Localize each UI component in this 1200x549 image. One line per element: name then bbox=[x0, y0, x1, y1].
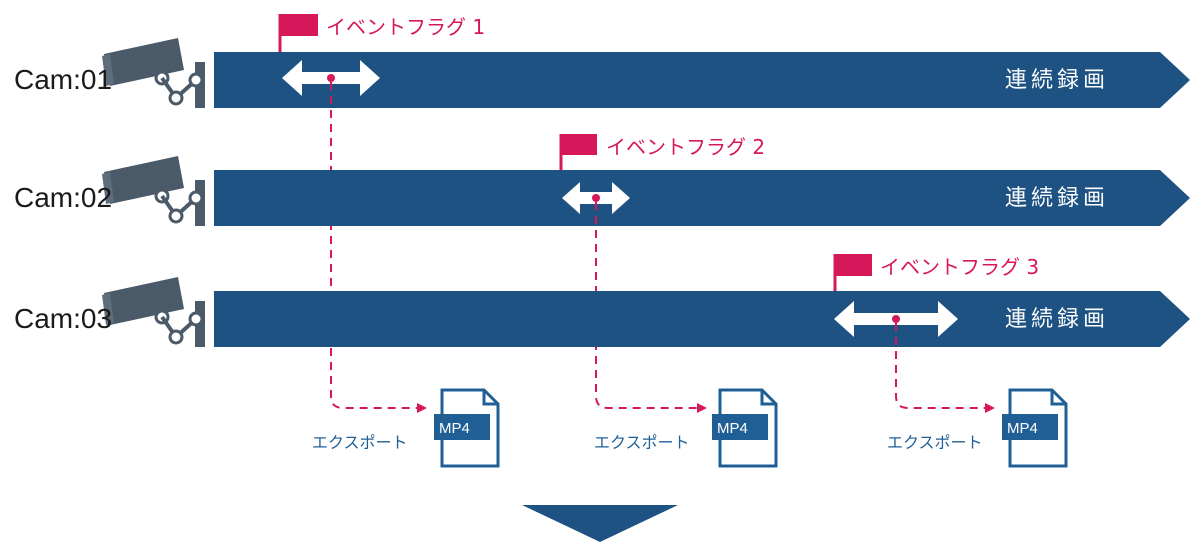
export-path-1 bbox=[330, 82, 427, 413]
band-label-3: 連続録画 bbox=[1005, 307, 1109, 332]
event-flag-icon bbox=[278, 14, 318, 52]
event-flag-icon bbox=[833, 254, 872, 291]
mp4-file-icon bbox=[1002, 388, 1068, 468]
security-camera-icon bbox=[102, 156, 205, 226]
flag-label-2: イベントフラグ 2 bbox=[606, 135, 765, 159]
file-label-1: MP4 bbox=[439, 420, 470, 437]
event-range-arrow bbox=[562, 182, 630, 214]
recording-band-1 bbox=[214, 52, 1190, 108]
camera-row-2: 連続録画 Cam:02 イベントフラグ 2 エクスポート bbox=[14, 134, 1190, 468]
recording-band-3 bbox=[214, 291, 1190, 347]
flag-label-3: イベントフラグ 3 bbox=[880, 255, 1039, 279]
mp4-file-icon bbox=[434, 388, 500, 468]
export-path-2 bbox=[595, 202, 707, 413]
camera-label-1: Cam:01 bbox=[14, 64, 112, 95]
export-label-1: エクスポート bbox=[312, 433, 408, 452]
camera-label-3: Cam:03 bbox=[14, 303, 112, 334]
export-path-3 bbox=[895, 323, 995, 413]
event-range-arrow bbox=[282, 60, 380, 96]
band-label-1: 連続録画 bbox=[1005, 68, 1109, 93]
security-camera-icon bbox=[102, 38, 205, 108]
band-label-2: 連続録画 bbox=[1005, 186, 1109, 211]
flag-label-1: イベントフラグ 1 bbox=[326, 15, 485, 39]
recording-band-2 bbox=[214, 170, 1190, 226]
mp4-file-icon bbox=[712, 388, 778, 468]
camera-row-3: 連続録画 Cam:03 イベントフラグ 3 エクスポート bbox=[14, 254, 1190, 468]
export-label-2: エクスポート bbox=[594, 433, 690, 452]
camera-row-1: 連続録画 Cam:01 イベントフラグ 1 エクスポート bbox=[14, 14, 1190, 468]
file-label-2: MP4 bbox=[717, 420, 748, 437]
event-range-arrow bbox=[834, 301, 958, 337]
down-triangle-icon bbox=[522, 505, 678, 542]
camera-label-2: Cam:02 bbox=[14, 182, 112, 213]
security-camera-icon bbox=[102, 277, 205, 347]
export-label-3: エクスポート bbox=[887, 433, 983, 452]
event-flag-icon bbox=[559, 134, 597, 170]
file-label-3: MP4 bbox=[1007, 420, 1038, 437]
